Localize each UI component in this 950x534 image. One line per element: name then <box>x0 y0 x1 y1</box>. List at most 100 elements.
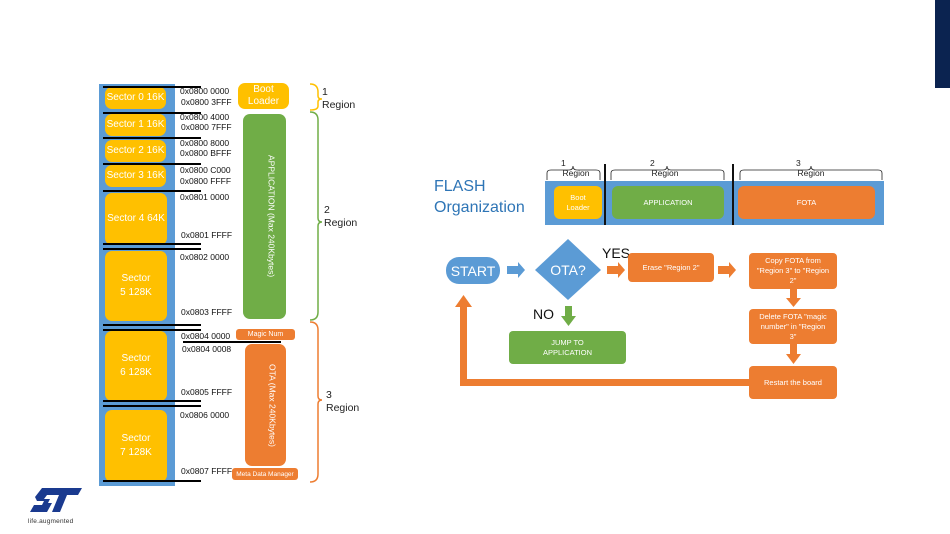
sector-divider <box>103 400 201 402</box>
sector-divider <box>103 480 201 482</box>
arrow-ota-to-erase <box>607 262 625 278</box>
sector-divider <box>103 243 201 245</box>
sector-1: Sector 1 16K <box>105 114 166 136</box>
sector-divider <box>103 86 201 88</box>
region-1-label: 1 Region <box>322 86 355 112</box>
region-2-number: 2 <box>324 204 330 216</box>
address-label: 0x0803 FFFF <box>181 307 233 317</box>
arrow-restart-to-start-head <box>455 295 472 307</box>
flash-region-1-number: 1 <box>561 158 566 168</box>
ota-decision-diamond <box>535 239 601 300</box>
arrow-copy-to-delete <box>786 289 801 307</box>
address-label: 0x0802 0000 <box>180 252 230 262</box>
address-label: 0x0800 C000 <box>180 165 231 175</box>
application-block-label: APPLICATION (Max 240Kbytes) <box>266 155 277 278</box>
flash-region-3-text: Region <box>797 168 825 178</box>
flash-region-2-number: 2 <box>650 158 655 168</box>
sector-3: Sector 3 16K <box>105 165 166 187</box>
address-label: 0x0807 FFFF <box>181 466 233 476</box>
ota-block: OTA (Max 240Kbytes) <box>245 344 286 466</box>
sector-divider <box>103 405 201 407</box>
corner-accent-bar <box>935 0 950 88</box>
meta-data-manager-block: Meta Data Manager <box>232 468 298 480</box>
flash-organization-title: FLASH Organization <box>434 176 525 218</box>
region-2-brace <box>309 111 323 321</box>
flash-region-3-brace <box>739 165 883 180</box>
ota-decision-label: OTA? <box>550 262 586 278</box>
boot-loader-block: Boot Loader <box>238 83 289 109</box>
sector-divider <box>103 163 201 165</box>
arrow-delete-to-restart <box>786 344 801 364</box>
flash-region-1-text: Region <box>562 168 590 178</box>
address-label: 0x0804 0000 <box>181 331 231 341</box>
address-label: 0x0800 0000 <box>180 86 230 96</box>
flash-fota-block: FOTA <box>738 186 875 219</box>
address-label: 0x0801 0000 <box>180 192 230 202</box>
start-node: START <box>446 257 500 284</box>
magic-num-divider <box>183 341 281 343</box>
sector-6: Sector 6 128K <box>105 331 167 401</box>
sector-0: Sector 0 16K <box>105 87 166 109</box>
region-1-text: Region <box>322 99 356 111</box>
region-1-brace <box>309 83 323 111</box>
sector-5: Sector 5 128K <box>105 251 167 321</box>
region-3-label: 3 Region <box>326 389 359 415</box>
sector-7: Sector 7 128K <box>105 410 167 482</box>
address-label: 0x0806 0000 <box>180 410 230 420</box>
address-label: 0x0800 3FFF <box>181 97 232 107</box>
flash-region-1-label: 1 Region <box>551 158 601 178</box>
yes-label: YES <box>602 245 631 261</box>
sector-divider <box>103 137 201 139</box>
arrow-restart-to-start <box>460 304 750 386</box>
st-tagline: life.augmented <box>28 518 74 525</box>
st-logo-icon <box>30 488 82 512</box>
no-label: NO <box>533 306 554 322</box>
magic-num-block: Magic Num <box>236 329 295 340</box>
region-divider <box>732 164 734 225</box>
sector-2: Sector 2 16K <box>105 140 166 162</box>
flash-region-3-label: 3 Region <box>740 158 882 178</box>
arrow-erase-to-copy <box>718 262 736 278</box>
address-label: 0x0800 FFFF <box>180 176 232 186</box>
address-label: 0x0800 4000 <box>180 112 230 122</box>
address-label: 0x0804 0008 <box>182 344 232 354</box>
sector-divider <box>103 329 201 331</box>
sector-divider <box>103 190 201 192</box>
sector-divider <box>103 248 201 250</box>
region-2-text: Region <box>324 217 358 229</box>
address-label: 0x0800 BFFF <box>180 148 232 158</box>
flash-title-line2: Organization <box>434 199 525 216</box>
address-label: 0x0801 FFFF <box>181 230 233 240</box>
region-3-number: 3 <box>326 389 332 401</box>
flash-region-2-label: 2 Region <box>610 158 720 178</box>
copy-fota-node: Copy FOTA from "Region 3" to "Region 2" <box>749 253 837 289</box>
region-1-number: 1 <box>322 86 328 98</box>
region-divider <box>604 164 606 225</box>
sector-4: Sector 4 64K <box>105 193 167 245</box>
ota-block-label: OTA (Max 240Kbytes) <box>267 363 278 447</box>
st-logo: life.augmented <box>28 486 88 526</box>
flash-memory-column: Sector 0 16K Sector 1 16K Sector 2 16K S… <box>99 84 175 486</box>
flash-application-block: APPLICATION <box>612 186 724 219</box>
flash-organization-bar: Boot Loader APPLICATION FOTA <box>545 164 884 225</box>
sector-divider <box>103 324 201 326</box>
jump-to-application-node: JUMP TO APPLICATION <box>509 331 626 364</box>
delete-magic-number-node: Delete FOTA "magic number" in "Region 3" <box>749 309 837 344</box>
erase-region-2-node: Erase "Region 2" <box>628 253 714 282</box>
flash-region-2-text: Region <box>651 168 679 178</box>
application-block: APPLICATION (Max 240Kbytes) <box>243 114 286 319</box>
flash-region-3-number: 3 <box>796 158 801 168</box>
restart-board-node: Restart the board <box>749 366 837 399</box>
flash-region-1-brace <box>546 165 601 180</box>
region-3-brace <box>309 321 323 483</box>
region-3-text: Region <box>326 402 360 414</box>
region-2-label: 2 Region <box>324 204 357 230</box>
address-label: 0x0800 8000 <box>180 138 230 148</box>
address-label: 0x0800 7FFF <box>181 122 232 132</box>
address-label: 0x0805 FFFF <box>181 387 233 397</box>
arrow-start-to-ota <box>507 262 525 278</box>
arrow-ota-to-jump <box>561 306 576 326</box>
sector-divider <box>103 112 201 114</box>
flash-title-line1: FLASH <box>434 178 486 195</box>
